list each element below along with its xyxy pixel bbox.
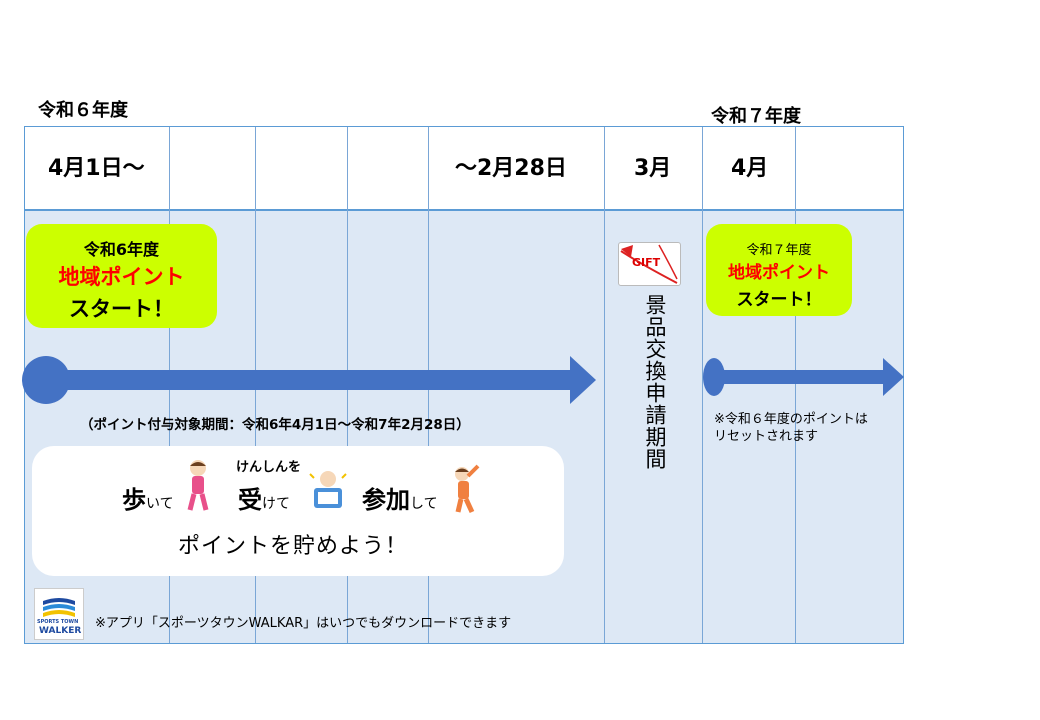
period-note: （ポイント付与対象期間：令和6年4月1日～令和7年2月28日） — [80, 417, 470, 433]
health-checkup-person-icon — [309, 471, 347, 508]
join-text: 参加して — [362, 480, 438, 515]
reset-note-line2: リセットされます — [714, 429, 819, 444]
column-header-start: 4月1日～ — [48, 156, 145, 181]
next-badge-title: 地域ポイント — [728, 263, 830, 283]
receive-big: 受 — [238, 486, 262, 514]
reset-note-line1: ※令和６年度のポイントは — [714, 412, 868, 427]
points-period-arrow — [22, 356, 596, 404]
start-badge-start: スタート！ — [69, 297, 174, 321]
logo-line1: SPORTS TOWN — [37, 619, 79, 625]
exercising-person-icon — [455, 464, 480, 514]
next-year-label: 令和７年度 — [711, 106, 801, 127]
walk-small: いて — [146, 496, 174, 512]
slogan-row: 歩いて — [122, 480, 174, 515]
gift-card-icon: GIFT — [618, 242, 681, 286]
next-period-arrow — [703, 358, 904, 396]
app-download-note: ※アプリ「スポーツタウンWALKAR」はいつでもダウンロードできます — [95, 616, 512, 631]
join-small: して — [410, 496, 438, 512]
column-header-end: ～2月28日 — [455, 156, 567, 181]
ruby-text: けんしんを — [236, 460, 302, 475]
receive-small: けて — [262, 496, 290, 512]
walking-person-icon — [187, 460, 209, 511]
timeline-header-row — [24, 126, 904, 210]
header-separator — [24, 209, 904, 211]
prize-exchange-period-label: 景品交換申請期間 — [643, 294, 667, 470]
ruby-kenshin: けんしんを — [236, 456, 301, 475]
walk-big: 歩 — [122, 486, 146, 514]
receive-text: 受けて — [238, 480, 290, 515]
grid-line — [604, 126, 605, 644]
next-start-badge: 令和７年度 地域ポイント スタート！ — [706, 224, 852, 316]
start-badge-year: 令和6年度 — [83, 240, 160, 259]
start-badge-title: 地域ポイント — [58, 265, 185, 289]
current-year-label: 令和６年度 — [38, 100, 128, 121]
next-badge-start: スタート！ — [736, 290, 822, 310]
next-badge-year: 令和７年度 — [746, 243, 812, 258]
column-header-march: 3月 — [634, 156, 672, 181]
column-header-april: 4月 — [731, 156, 769, 181]
grid-line — [702, 126, 703, 644]
sports-town-walker-logo: SPORTS TOWN WALKER — [34, 588, 84, 640]
start-badge: 令和6年度 地域ポイント スタート！ — [26, 224, 217, 328]
grid-line — [795, 126, 796, 644]
logo-line2: WALKER — [39, 626, 82, 636]
slogan-text: ポイントを貯めよう！ — [178, 534, 409, 559]
gift-label: GIFT — [632, 256, 661, 269]
join-big: 参加 — [362, 486, 410, 514]
